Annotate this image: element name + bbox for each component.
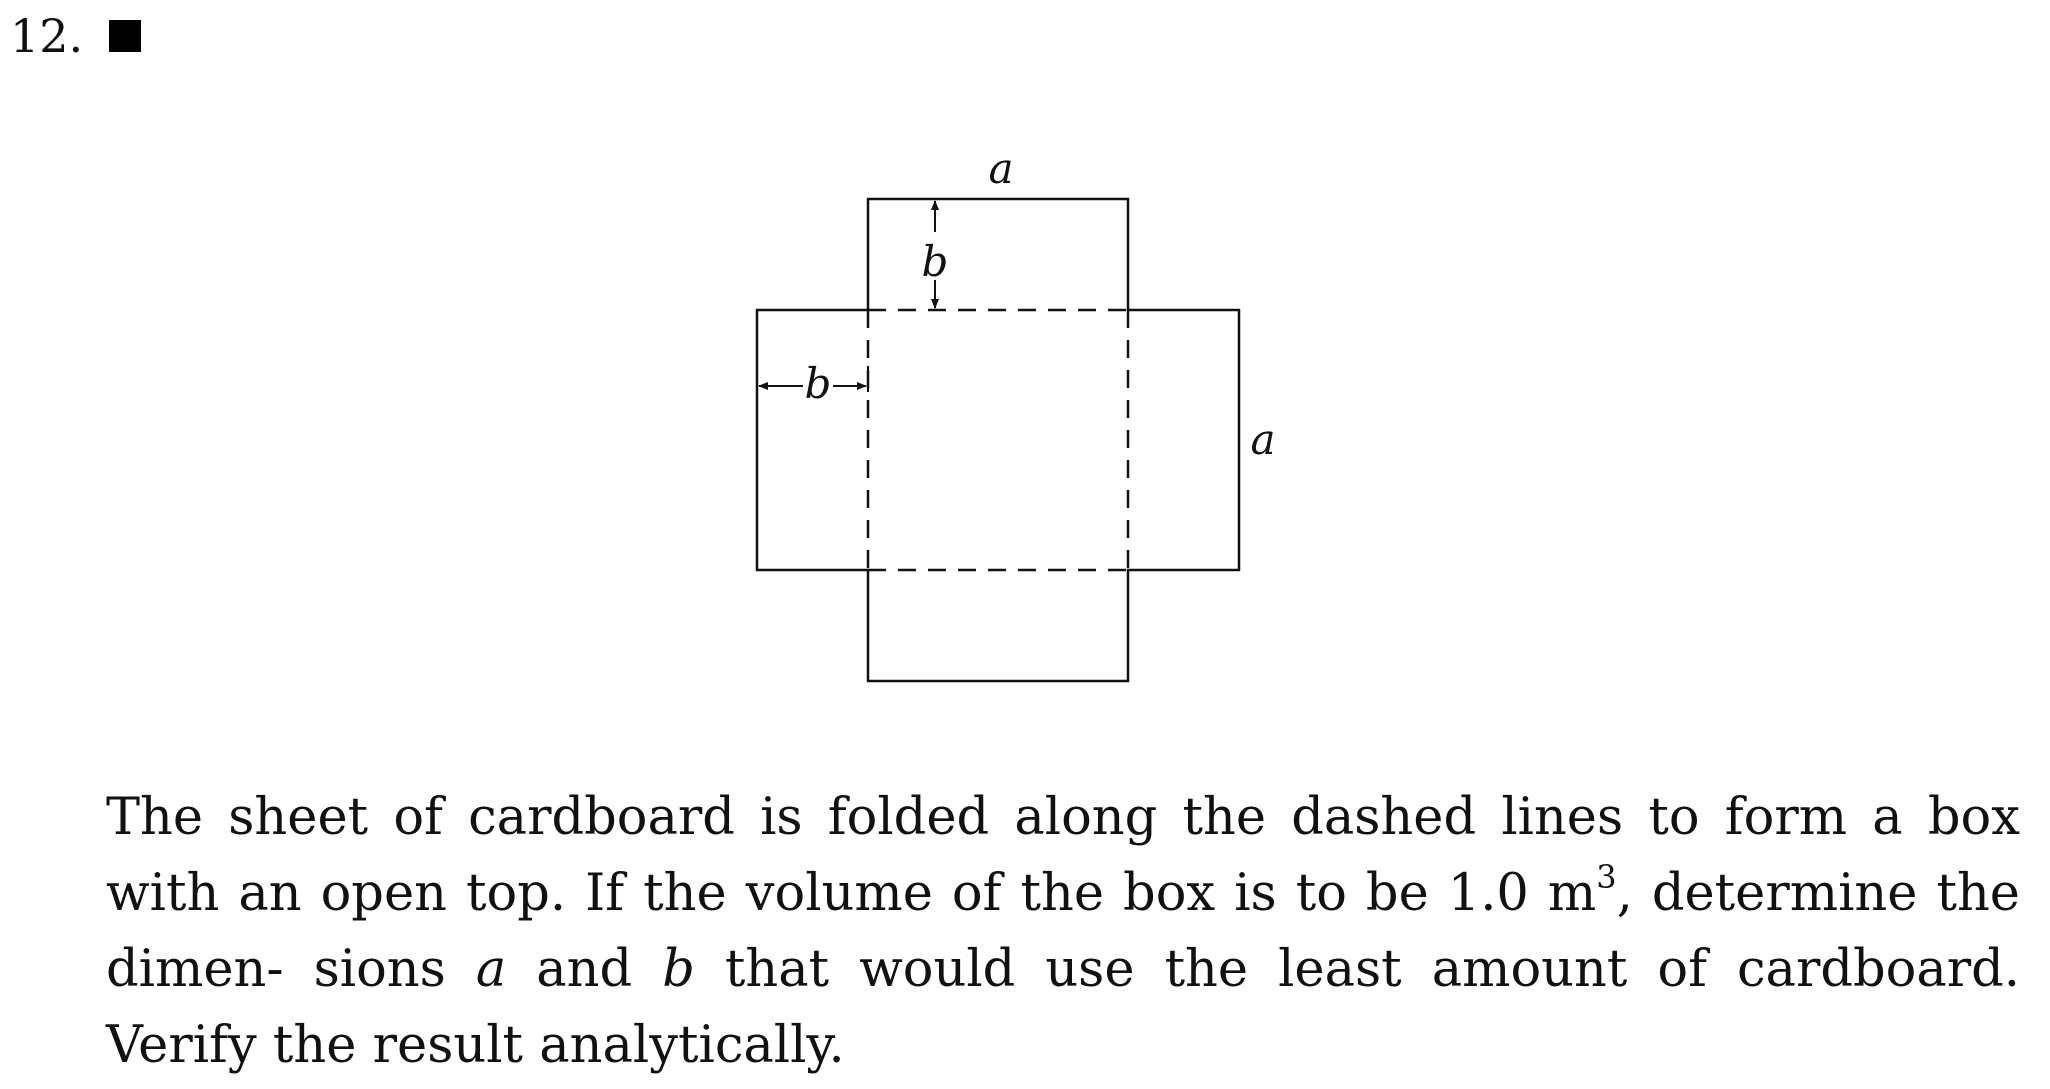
fold-lines <box>866 308 1130 572</box>
cardboard-outline <box>755 197 1241 683</box>
statement-text-1: The sheet of cardboard is folded along t… <box>106 788 2020 923</box>
problem-statement: The sheet of cardboard is folded along t… <box>106 780 2020 1084</box>
statement-text-2: , determine the dimen- sions <box>106 864 2020 999</box>
problem-statement-paragraph: The sheet of cardboard is folded along t… <box>106 780 2020 1084</box>
cubic-exponent: 3 <box>1596 858 1617 896</box>
label-right-a: a <box>1250 415 1275 464</box>
label-top-a: a <box>988 144 1013 193</box>
problem-header: 12. <box>10 6 142 66</box>
label-flap-top-b: b <box>922 237 949 286</box>
problem-number: 12. <box>10 9 84 63</box>
variable-b: b <box>662 940 695 999</box>
label-flap-left-b: b <box>805 359 832 408</box>
statement-text-4: that would use the least amount of cardb… <box>106 940 2020 1075</box>
dimension-b-horizontal <box>758 366 869 392</box>
filled-square-icon <box>109 20 142 52</box>
variable-a: a <box>475 940 507 999</box>
statement-text-3: and <box>506 940 663 999</box>
cardboard-net-figure: b b a a <box>755 144 1276 683</box>
